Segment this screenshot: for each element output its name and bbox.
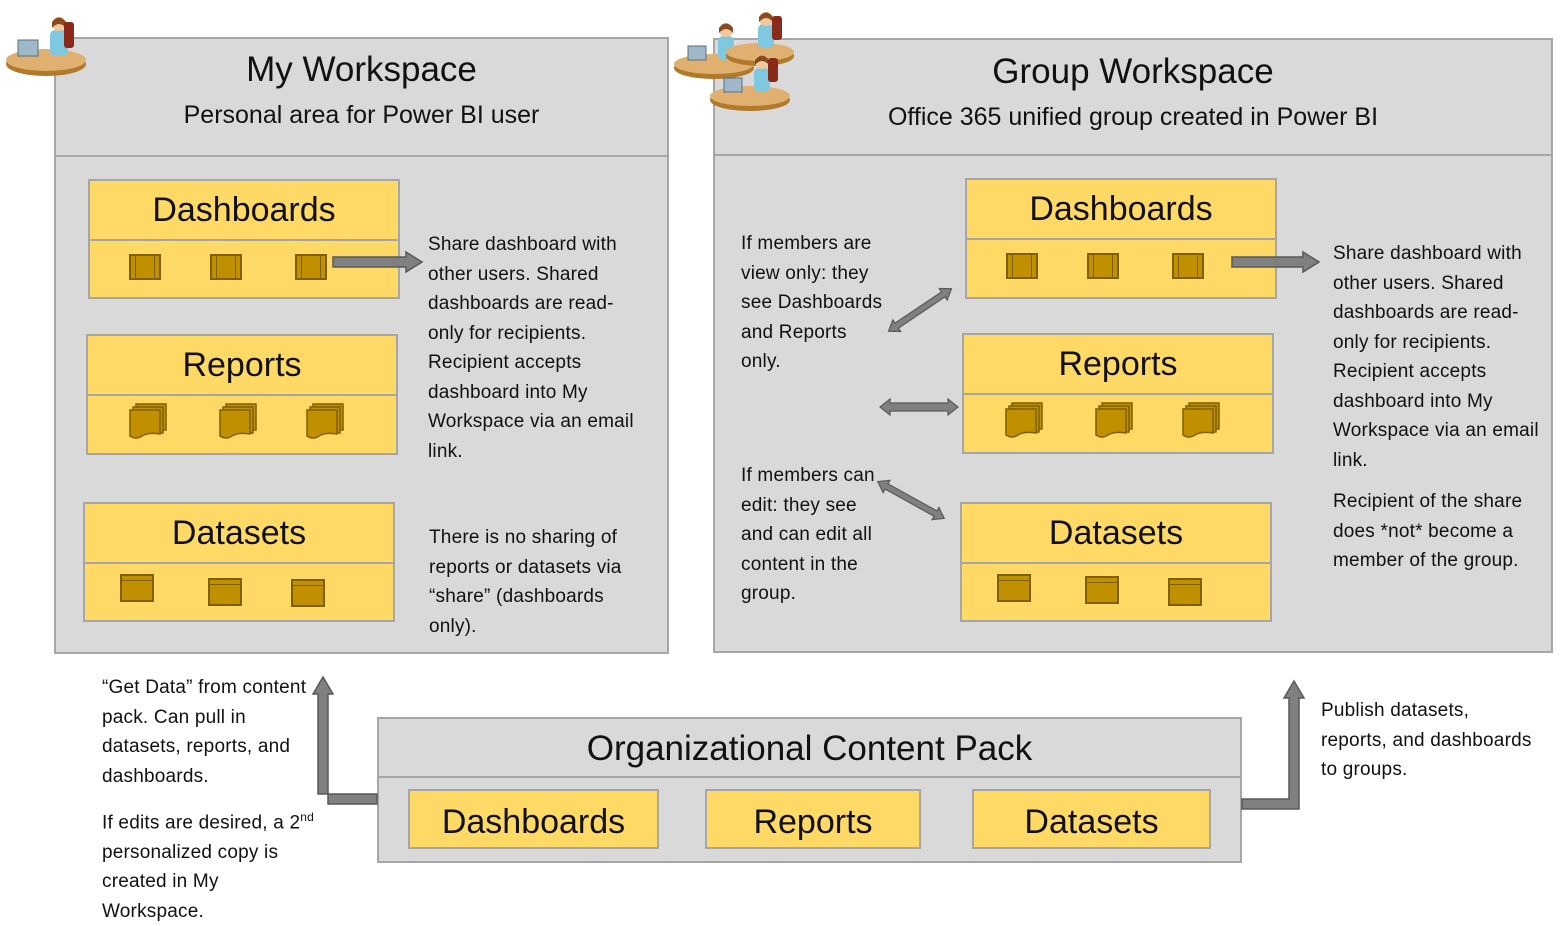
dashboard-tile-icon (1172, 253, 1204, 279)
dataset-icon (997, 574, 1031, 602)
dataset-icon (120, 574, 154, 602)
group-reports-label: Reports (964, 335, 1272, 395)
my-datasets-box[interactable]: Datasets (83, 502, 395, 622)
content-pack-header: Organizational Content Pack (379, 719, 1240, 778)
my-dashboards-box[interactable]: Dashboards (88, 179, 400, 299)
dataset-icon (1168, 578, 1202, 606)
my-dashboards-label: Dashboards (90, 181, 398, 241)
get-data-note: “Get Data” from content pack. Can pull i… (102, 673, 322, 926)
my-datasets-label: Datasets (85, 504, 393, 564)
group-reports-box[interactable]: Reports (962, 333, 1274, 454)
report-stack-icon (1095, 402, 1133, 438)
reports-double-arrow (879, 397, 959, 417)
report-stack-icon (1182, 402, 1220, 438)
report-stack-icon (1005, 402, 1043, 438)
group-edit-note: If members can edit: they see and can ed… (741, 465, 875, 604)
edits-text: If edits are desired, a 2nd personalized… (102, 810, 315, 922)
get-data-text: “Get Data” from content pack. Can pull i… (102, 677, 307, 787)
group-share-note: Share dashboard with other users. Shared… (1333, 243, 1539, 471)
dashboard-tile-icon (129, 254, 161, 280)
group-workspace-header: Group Workspace Office 365 unified group… (715, 40, 1551, 156)
content-pack-datasets-box[interactable]: Datasets (972, 789, 1211, 849)
content-pack-reports-box[interactable]: Reports (705, 789, 921, 849)
edit-double-arrow (876, 479, 946, 521)
group-workspace-subtitle: Office 365 unified group created in Powe… (887, 103, 1379, 131)
my-reports-box[interactable]: Reports (86, 334, 398, 455)
dashboard-tile-icon (210, 254, 242, 280)
report-stack-icon (129, 403, 167, 439)
dataset-icon (208, 578, 242, 606)
content-pack-dashboards-box[interactable]: Dashboards (408, 789, 659, 849)
group-datasets-box[interactable]: Datasets (960, 502, 1272, 622)
get-data-elbow-arrow (311, 675, 378, 805)
group-share-arrow (1231, 250, 1321, 274)
group-datasets-label: Datasets (962, 504, 1270, 564)
person-at-desk-icon (6, 17, 86, 76)
group-dashboards-box[interactable]: Dashboards (965, 178, 1277, 299)
view-only-double-arrow (887, 287, 953, 333)
group-workspace-title: Group Workspace (992, 52, 1274, 91)
content-pack-title: Organizational Content Pack (586, 729, 1033, 768)
my-share-note: Share dashboard with other users. Shared… (428, 234, 634, 462)
my-share-arrow (332, 250, 424, 274)
my-workspace-title: My Workspace (246, 50, 477, 89)
my-reports-label: Reports (88, 336, 396, 396)
report-stack-icon (219, 403, 257, 439)
dashboard-tile-icon (1087, 253, 1119, 279)
group-at-desks-icon (674, 12, 794, 111)
dataset-icon (291, 579, 325, 607)
my-workspace-subtitle: Personal area for Power BI user (183, 101, 540, 129)
my-no-sharing-note: There is no sharing of reports or datase… (429, 527, 622, 637)
group-view-only-note: If members are view only: they see Dashb… (741, 233, 883, 372)
dashboard-tile-icon (295, 254, 327, 280)
publish-elbow-arrow (1241, 679, 1306, 810)
publish-note: Publish datasets, reports, and dashboard… (1321, 700, 1532, 780)
dataset-icon (1085, 576, 1119, 604)
report-stack-icon (306, 403, 344, 439)
my-workspace-header: My Workspace Personal area for Power BI … (56, 39, 667, 157)
group-dashboards-label: Dashboards (967, 180, 1275, 240)
group-not-member-note: Recipient of the share does *not* become… (1333, 491, 1523, 571)
dashboard-tile-icon (1006, 253, 1038, 279)
